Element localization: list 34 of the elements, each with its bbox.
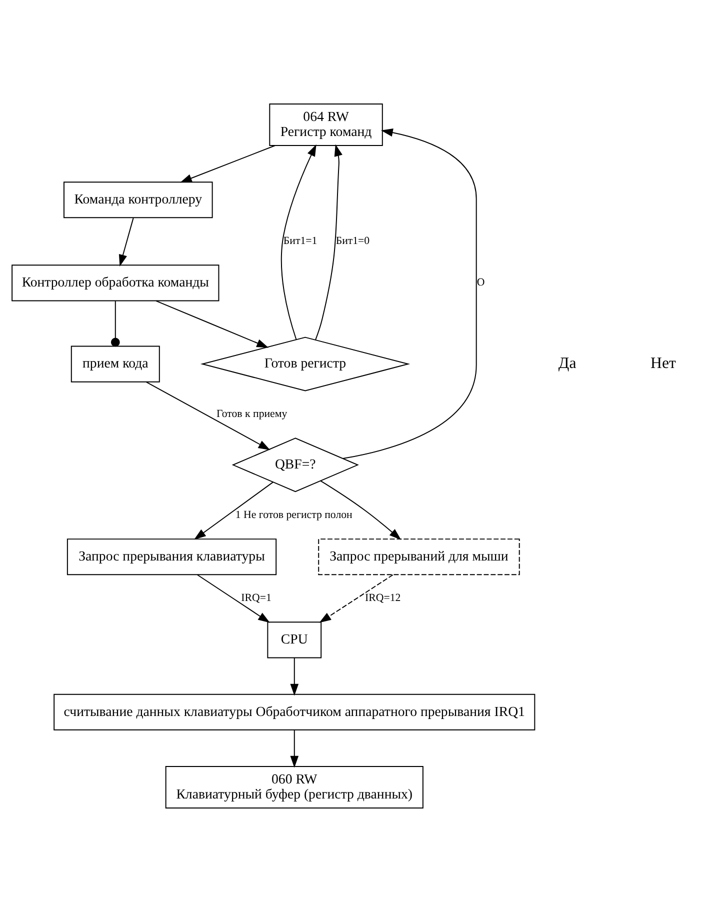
arrow bbox=[156, 300, 269, 348]
node-box: 064 RW Регистр команд bbox=[269, 103, 383, 146]
arrow bbox=[314, 144, 342, 340]
node-box: CPU bbox=[267, 622, 322, 658]
node-diamond: QBF=? bbox=[232, 438, 359, 492]
edge-label: IRQ=12 bbox=[365, 592, 401, 604]
node-box: 060 RW Клавиатурный буфер (регистр дванных) bbox=[165, 766, 424, 809]
node-box: прием кода bbox=[70, 346, 160, 382]
edge-label: 1 Не готов регистр полон bbox=[235, 509, 352, 522]
arrow bbox=[319, 574, 394, 623]
edge-label: Бит1=0 bbox=[336, 235, 370, 248]
edge-label: O bbox=[476, 276, 485, 289]
node-diamond: Готов регистр bbox=[200, 336, 410, 392]
arrow bbox=[180, 145, 276, 183]
edge-label: Бит1=1 bbox=[283, 235, 318, 248]
label: Нет bbox=[650, 354, 676, 372]
arrow bbox=[290, 730, 299, 768]
arrow bbox=[342, 128, 477, 460]
node-box: Команда контроллеру bbox=[63, 182, 213, 218]
label: Да bbox=[558, 354, 576, 372]
arrow bbox=[196, 574, 270, 623]
arrow bbox=[290, 657, 299, 696]
node-box: считывание данных клавиатуры Обработчиком аппаратного прерывания IRQ1 bbox=[54, 694, 536, 730]
arrow bbox=[194, 482, 274, 540]
arrow bbox=[118, 218, 134, 266]
arrow bbox=[146, 382, 270, 450]
arrow bbox=[280, 144, 316, 340]
arrow bbox=[320, 480, 402, 540]
connector bbox=[110, 300, 120, 347]
edge-label: IRQ=1 bbox=[241, 592, 272, 604]
node-box: Запрос прерывания клавиатуры bbox=[66, 538, 277, 576]
node-box: Запрос прерываний для мыши bbox=[318, 538, 520, 576]
edge-label: Готов к приему bbox=[216, 408, 288, 420]
node-box: Контроллер обработка команды bbox=[12, 264, 220, 302]
